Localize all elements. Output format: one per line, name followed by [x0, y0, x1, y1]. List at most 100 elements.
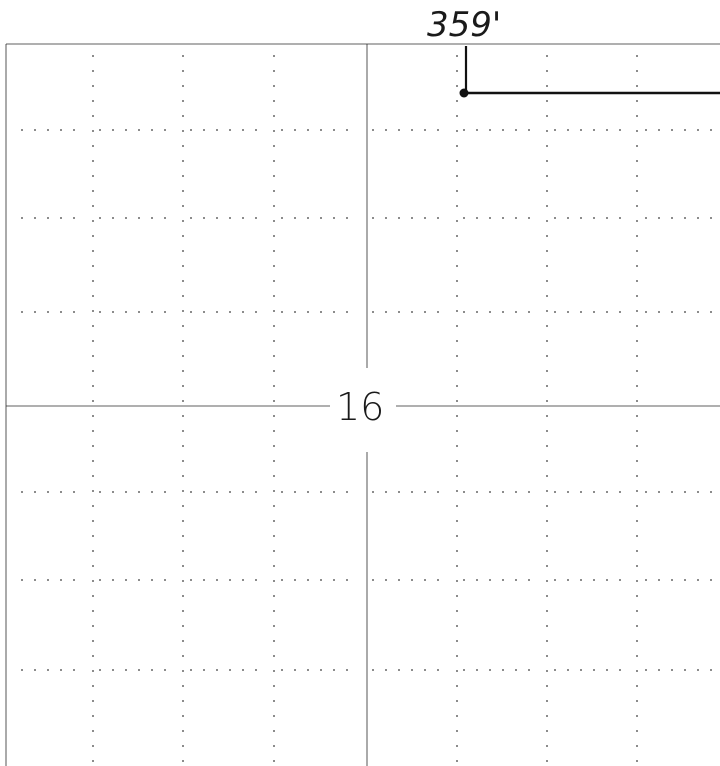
grid-dot: [567, 669, 569, 671]
grid-dot: [182, 445, 184, 447]
grid-dot: [411, 129, 413, 131]
grid-dot: [456, 370, 458, 372]
grid-dot: [636, 85, 638, 87]
grid-dot: [164, 311, 166, 313]
grid-dot: [125, 491, 127, 493]
grid-dot: [645, 217, 647, 219]
grid-dot: [273, 415, 275, 417]
grid-dot: [273, 700, 275, 702]
grid-dot: [606, 579, 608, 581]
grid-dot: [273, 340, 275, 342]
grid-dot: [456, 445, 458, 447]
grid-dot: [554, 491, 556, 493]
grid-dot: [636, 565, 638, 567]
grid-dot: [273, 655, 275, 657]
grid-dot: [456, 490, 458, 492]
grid-dot: [636, 670, 638, 672]
grid-dot: [619, 491, 621, 493]
grid-dot: [619, 311, 621, 313]
grid-dot: [489, 217, 491, 219]
grid-dot: [658, 311, 660, 313]
grid-dot: [346, 669, 348, 671]
grid-dot: [151, 311, 153, 313]
grid-dot: [294, 217, 296, 219]
grid-dot: [636, 145, 638, 147]
grid-dot: [456, 100, 458, 102]
grid-dot: [190, 579, 192, 581]
grid-dot: [476, 491, 478, 493]
grid-dot: [333, 129, 335, 131]
grid-dot: [456, 355, 458, 357]
grid-dot: [593, 129, 595, 131]
grid-dot: [636, 445, 638, 447]
grid-dot: [242, 491, 244, 493]
grid-dot: [34, 129, 36, 131]
grid-dot: [273, 610, 275, 612]
dotted-horizontal-line: [21, 217, 712, 219]
grid-dot: [164, 129, 166, 131]
grid-dot: [99, 311, 101, 313]
grid-dot: [182, 370, 184, 372]
grid-dot: [424, 579, 426, 581]
grid-dot: [307, 579, 309, 581]
grid-dot: [92, 220, 94, 222]
grid-dot: [372, 491, 374, 493]
grid-dot: [456, 130, 458, 132]
grid-dot: [47, 129, 49, 131]
grid-dot: [229, 669, 231, 671]
grid-dot: [636, 505, 638, 507]
grid-dot: [636, 625, 638, 627]
grid-dot: [255, 579, 257, 581]
grid-dot: [502, 669, 504, 671]
grid-dot: [554, 311, 556, 313]
grid-dot: [456, 235, 458, 237]
grid-dot: [92, 730, 94, 732]
grid-dot: [34, 579, 36, 581]
dot-grid: [21, 55, 712, 762]
grid-dot: [190, 491, 192, 493]
grid-dot: [546, 295, 548, 297]
grid-dot: [636, 730, 638, 732]
grid-dot: [182, 715, 184, 717]
grid-dot: [456, 400, 458, 402]
grid-dot: [47, 579, 49, 581]
dotted-horizontal-line: [21, 491, 712, 493]
grid-dot: [456, 475, 458, 477]
grid-dot: [182, 220, 184, 222]
grid-dot: [273, 85, 275, 87]
grid-dot: [515, 129, 517, 131]
grid-dot: [92, 400, 94, 402]
grid-dot: [502, 311, 504, 313]
grid-dot: [216, 669, 218, 671]
grid-dot: [216, 311, 218, 313]
grid-dot: [151, 669, 153, 671]
grid-dot: [273, 55, 275, 57]
grid-dot: [593, 217, 595, 219]
grid-dot: [255, 311, 257, 313]
grid-dot: [320, 491, 322, 493]
grid-dot: [456, 145, 458, 147]
grid-dot: [333, 311, 335, 313]
grid-dot: [546, 70, 548, 72]
grid-dot: [546, 760, 548, 762]
grid-dot: [307, 491, 309, 493]
grid-dot: [546, 505, 548, 507]
grid-dot: [346, 491, 348, 493]
grid-dot: [112, 217, 114, 219]
grid-dot: [619, 669, 621, 671]
grid-dot: [636, 295, 638, 297]
grid-dot: [92, 550, 94, 552]
grid-dot: [273, 175, 275, 177]
grid-dot: [294, 129, 296, 131]
grid-dot: [456, 730, 458, 732]
grid-dot: [546, 235, 548, 237]
grid-dot: [606, 311, 608, 313]
grid-dot: [60, 491, 62, 493]
grid-dot: [203, 491, 205, 493]
grid-dot: [320, 217, 322, 219]
grid-dot: [182, 115, 184, 117]
grid-dot: [92, 610, 94, 612]
grid-dot: [307, 217, 309, 219]
grid-dot: [546, 85, 548, 87]
